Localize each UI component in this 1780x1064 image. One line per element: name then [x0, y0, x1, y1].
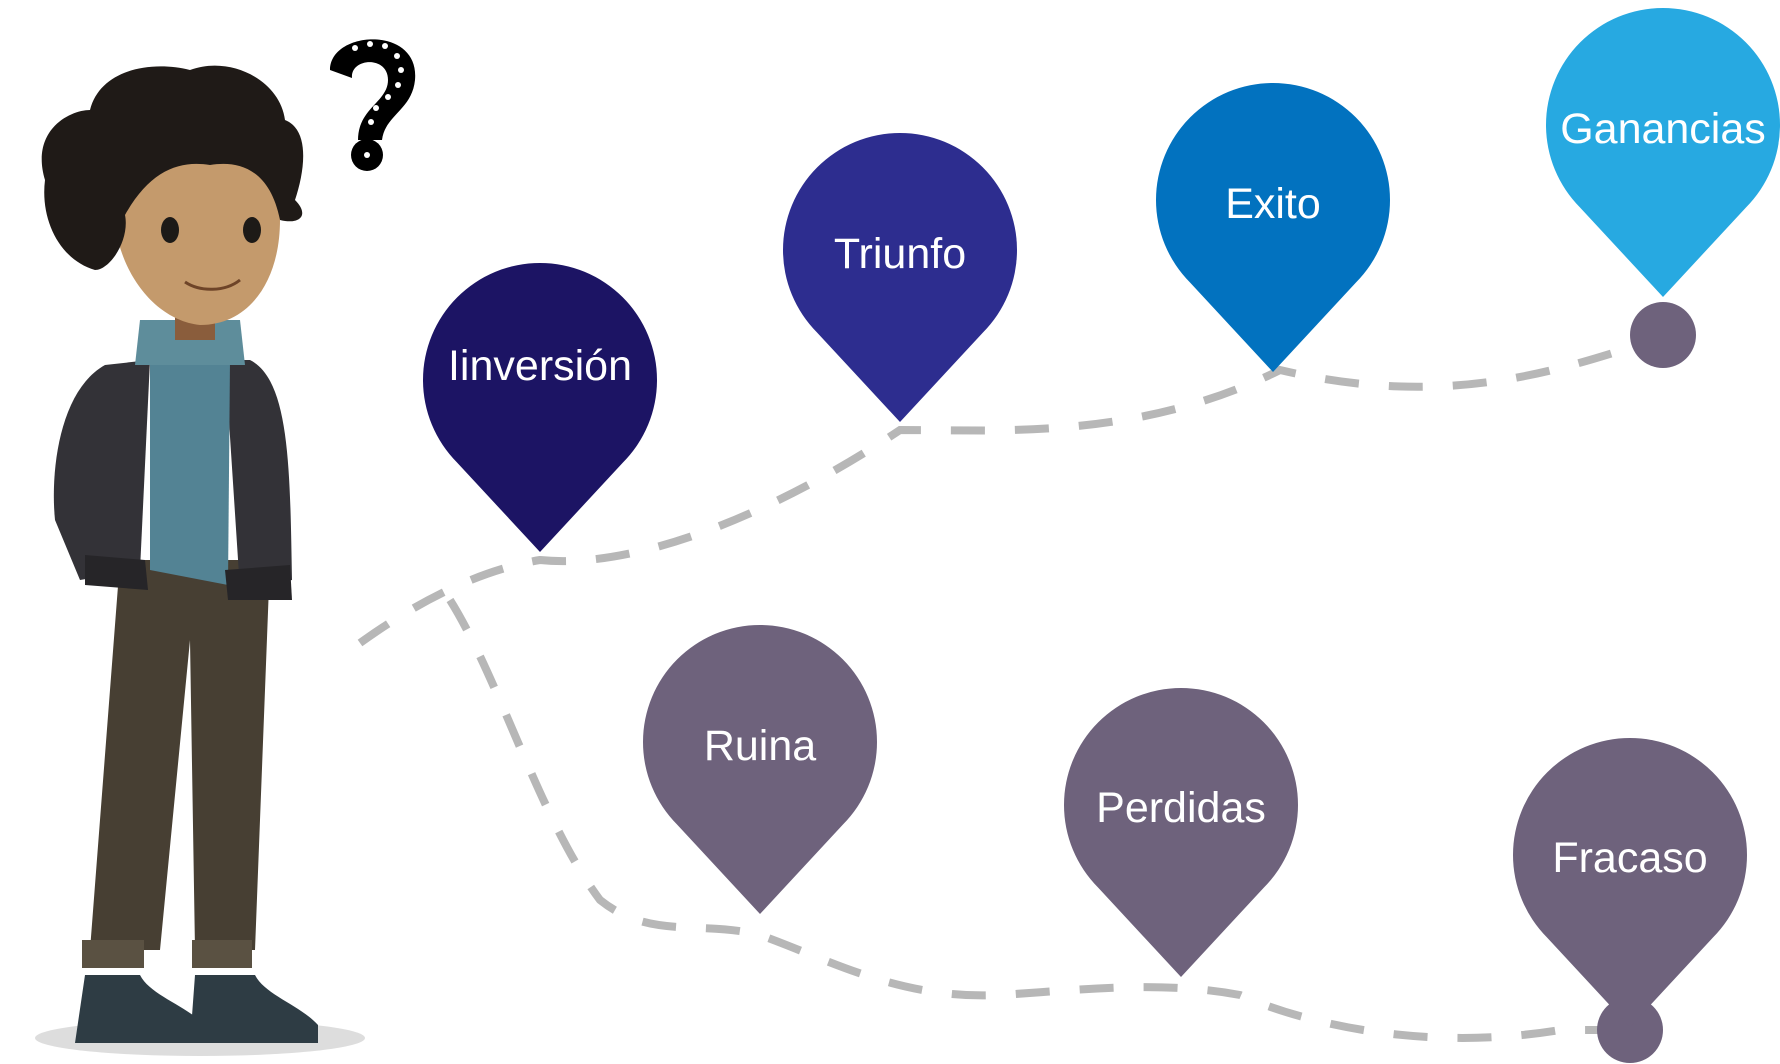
pin-inversion-shape [423, 263, 657, 552]
failure-end-dot [1597, 997, 1663, 1063]
pin-ruina-shape [643, 625, 877, 914]
pin-inversion [423, 263, 657, 552]
pin-triunfo-shape [783, 133, 1017, 423]
pins [423, 7, 1780, 1027]
pin-perdidas-shape [1064, 687, 1298, 977]
pin-ganancias [1546, 7, 1780, 297]
pin-label-inversion: Iinversión [448, 342, 632, 390]
pin-label-exito: Exito [1225, 180, 1321, 228]
failure-path [446, 597, 1600, 1042]
pin-ganancias-shape [1546, 7, 1780, 297]
success-end-dot [1630, 302, 1696, 368]
pin-labels: Iinversión Triunfo Exito Ganancias Ruina… [448, 105, 1766, 882]
path-lines [357, 334, 1662, 1042]
pin-perdidas [1064, 687, 1298, 977]
pin-fracaso [1513, 738, 1748, 1027]
pin-label-ruina: Ruina [704, 722, 816, 770]
pin-fracaso-shape [1513, 738, 1748, 1027]
pin-label-ganancias: Ganancias [1560, 105, 1766, 153]
pin-label-fracaso: Fracaso [1552, 834, 1707, 882]
pin-exito [1156, 82, 1391, 372]
question-mark-icon [330, 39, 416, 171]
pin-ruina [643, 625, 877, 914]
pin-exito-shape [1156, 82, 1391, 372]
thinking-person-icon [35, 65, 365, 1056]
pin-label-triunfo: Triunfo [834, 230, 966, 278]
pin-label-perdidas: Perdidas [1096, 784, 1266, 832]
pin-triunfo [783, 133, 1017, 423]
